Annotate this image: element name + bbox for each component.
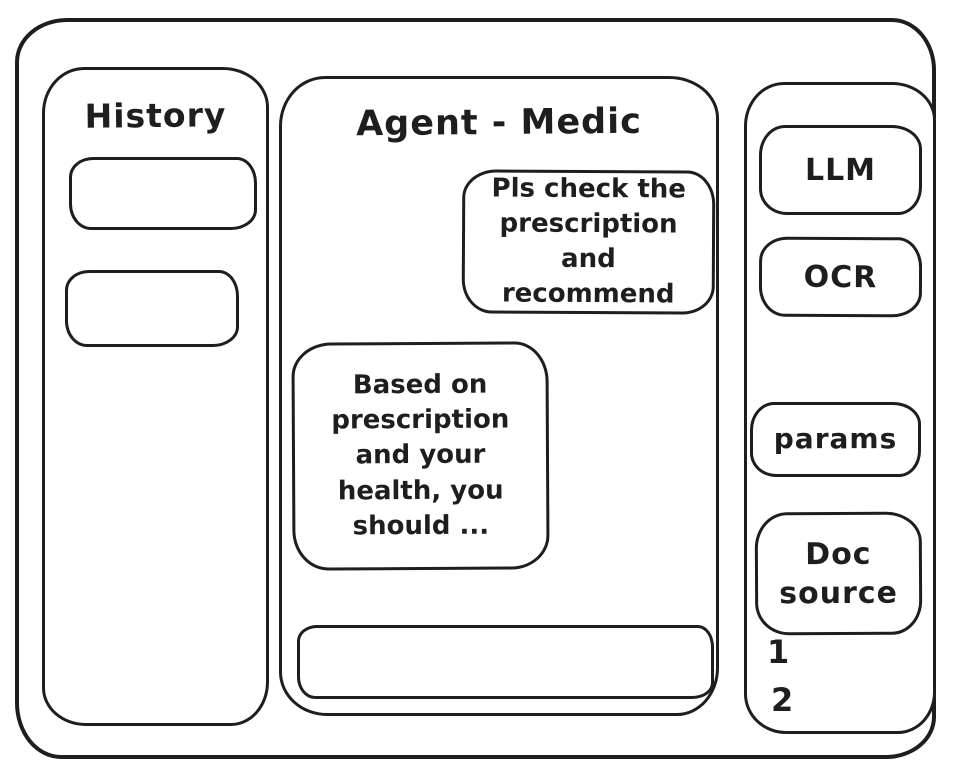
agent-message-text: Based on prescription and your health, y… <box>331 369 510 541</box>
doc-source-item-2[interactable]: 2 <box>771 681 794 719</box>
chat-title: Agent - Medic <box>355 101 643 145</box>
tools-sidebar: LLM OCR params Doc source 1 2 <box>744 82 936 734</box>
history-title: History <box>84 95 227 136</box>
message-input[interactable] <box>297 625 714 699</box>
app-window-frame: History Agent - Medic Pls check the pres… <box>15 18 936 759</box>
ocr-button[interactable]: OCR <box>758 236 923 318</box>
user-message-text: Pls check the prescription and recommend <box>491 173 687 310</box>
chat-panel: Agent - Medic Pls check the prescription… <box>279 76 719 716</box>
doc-source-button[interactable]: Doc source <box>754 511 923 636</box>
history-item-1[interactable] <box>69 157 257 230</box>
params-button[interactable]: params <box>750 402 921 477</box>
agent-message-bubble: Based on prescription and your health, y… <box>291 341 550 571</box>
history-item-2[interactable] <box>65 270 239 347</box>
history-sidebar: History <box>42 67 269 726</box>
llm-button[interactable]: LLM <box>759 125 922 215</box>
doc-source-item-1[interactable]: 1 <box>767 633 790 671</box>
user-message-bubble: Pls check the prescription and recommend <box>461 169 716 315</box>
